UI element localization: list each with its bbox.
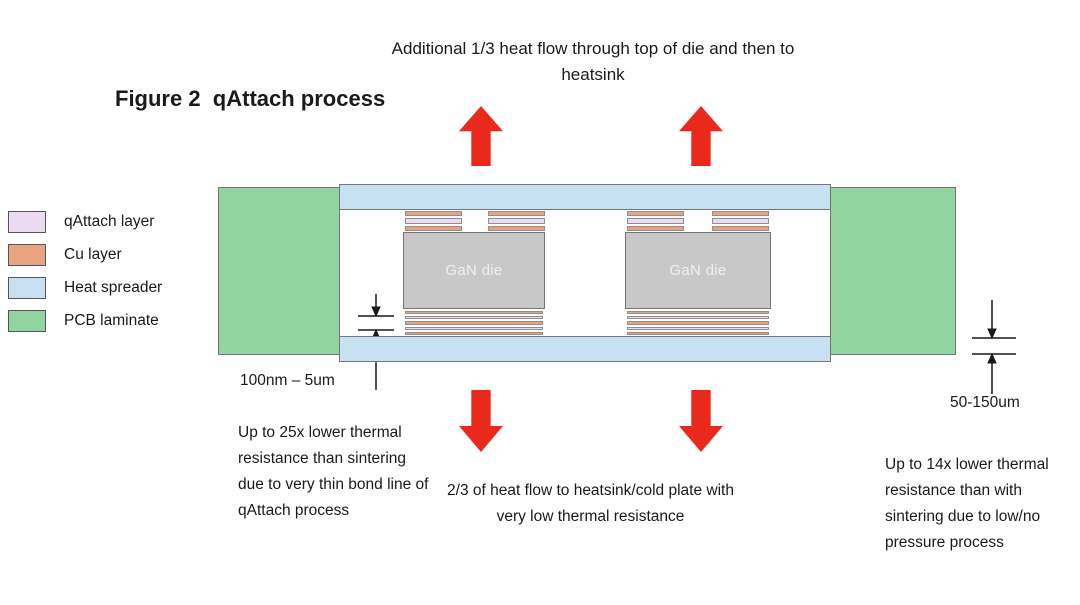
cu-layer-stripe	[627, 331, 769, 336]
heat-flow-up-arrow-icon	[459, 106, 503, 166]
cu-layer-stripe	[627, 211, 684, 217]
cu-layer-stripe	[627, 225, 684, 231]
qattach-layer-stripe	[405, 218, 462, 224]
figure-title: Figure 2 qAttach process	[115, 86, 386, 111]
gan-die-label: GaN die	[445, 262, 503, 279]
qattach-layer-stripe	[405, 316, 543, 320]
die1-top-layer-stack-right	[488, 211, 545, 231]
cu-layer-stripe	[488, 211, 545, 217]
heat-flow-up-arrow-icon	[679, 106, 723, 166]
heat-spreader-top	[339, 184, 831, 210]
bottom-left-annotation: Up to 25x lower thermal resistance than …	[238, 424, 429, 519]
cu-layer-stripe	[405, 211, 462, 217]
cu-layer-stripe	[627, 321, 769, 325]
dimension-label-spreader: 50-150um	[950, 394, 1020, 411]
qattach-layer-stripe	[488, 218, 545, 224]
cu-layer-stripe	[712, 211, 769, 217]
legend: qAttach layer Cu layer Heat spreader PCB…	[8, 211, 162, 332]
legend-item-heat-spreader: Heat spreader	[8, 277, 162, 299]
die1-top-layer-stack-left	[405, 211, 462, 231]
die2-top-layer-stack-right	[712, 211, 769, 231]
cu-layer-stripe	[405, 321, 543, 325]
legend-label: qAttach layer	[64, 213, 155, 230]
heat-spreader-swatch	[8, 277, 46, 299]
legend-item-cu: Cu layer	[8, 244, 162, 266]
qattach-layer-stripe	[627, 326, 769, 330]
pcb-laminate-left	[218, 187, 340, 355]
cu-layer-stripe	[627, 311, 769, 315]
pcb-laminate-right	[830, 187, 956, 355]
cu-layer-stripe	[405, 331, 543, 336]
die1-bottom-layer-stack	[405, 311, 543, 336]
gan-die-label: GaN die	[669, 262, 727, 279]
pcb-laminate-swatch	[8, 310, 46, 332]
cu-layer-stripe	[712, 225, 769, 231]
top-heat-flow-annotation: Additional 1/3 heat flow through top of …	[391, 39, 795, 84]
heat-flow-down-arrow-icon	[459, 390, 503, 452]
heat-spreader-bottom	[339, 336, 831, 362]
qattach-layer-stripe	[627, 218, 684, 224]
cu-layer-stripe	[405, 311, 543, 315]
qattach-layer-stripe	[405, 326, 543, 330]
die2-bottom-layer-stack	[627, 311, 769, 336]
heat-flow-down-arrow-icon	[679, 390, 723, 452]
dimension-marker-right	[972, 300, 1016, 394]
qattach-layer-stripe	[627, 316, 769, 320]
legend-item-pcb-laminate: PCB laminate	[8, 310, 162, 332]
dimension-label-bond-line: 100nm – 5um	[240, 372, 335, 389]
gan-die-2: GaN die	[625, 232, 771, 309]
qattach-layer-swatch	[8, 211, 46, 233]
die2-top-layer-stack-left	[627, 211, 684, 231]
qattach-layer-stripe	[712, 218, 769, 224]
gan-die-1: GaN die	[403, 232, 545, 309]
cu-layer-stripe	[405, 225, 462, 231]
legend-label: PCB laminate	[64, 312, 159, 329]
cu-layer-stripe	[488, 225, 545, 231]
bottom-right-annotation: Up to 14x lower thermal resistance than …	[885, 456, 1049, 551]
cu-layer-swatch	[8, 244, 46, 266]
legend-label: Cu layer	[64, 246, 122, 263]
legend-item-qattach: qAttach layer	[8, 211, 162, 233]
legend-label: Heat spreader	[64, 279, 163, 296]
bottom-center-annotation: 2/3 of heat flow to heatsink/cold plate …	[447, 482, 734, 525]
